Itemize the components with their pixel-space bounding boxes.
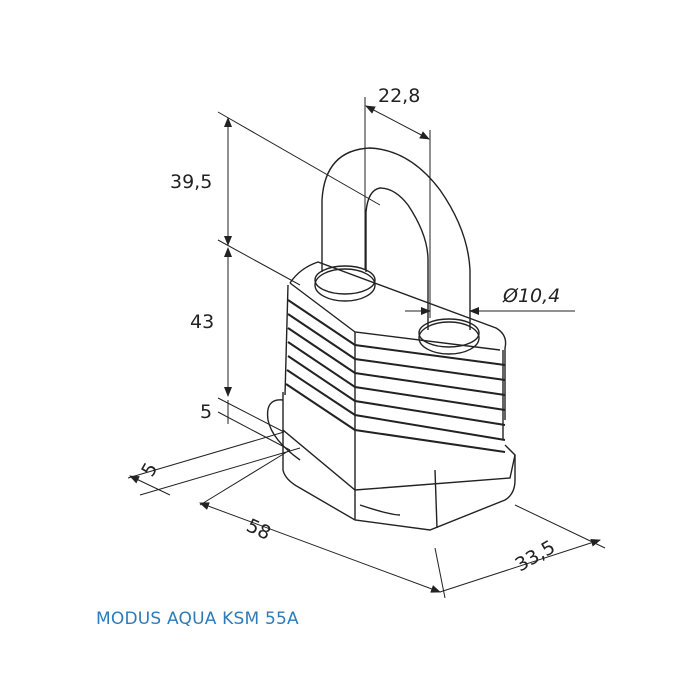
base-dimension-lines (127, 431, 606, 599)
dim-diameter: Ø10,4 (502, 285, 560, 307)
dim-22-8: 22,8 (378, 85, 420, 107)
dim-5-side: 5 (137, 459, 162, 480)
dim-58: 58 (243, 515, 274, 545)
dim-43: 43 (190, 311, 214, 333)
product-title: MODUS AQUA KSM 55A (96, 609, 299, 629)
dim-39-5: 39,5 (170, 171, 212, 193)
dim-33-5: 33,5 (512, 536, 560, 576)
shackle (314, 147, 480, 355)
shackle-width-dimension-lines (364, 97, 431, 318)
lock-body (266, 261, 516, 531)
vertical-dimension-lines (217, 111, 381, 451)
dim-5-vertical: 5 (200, 401, 212, 423)
